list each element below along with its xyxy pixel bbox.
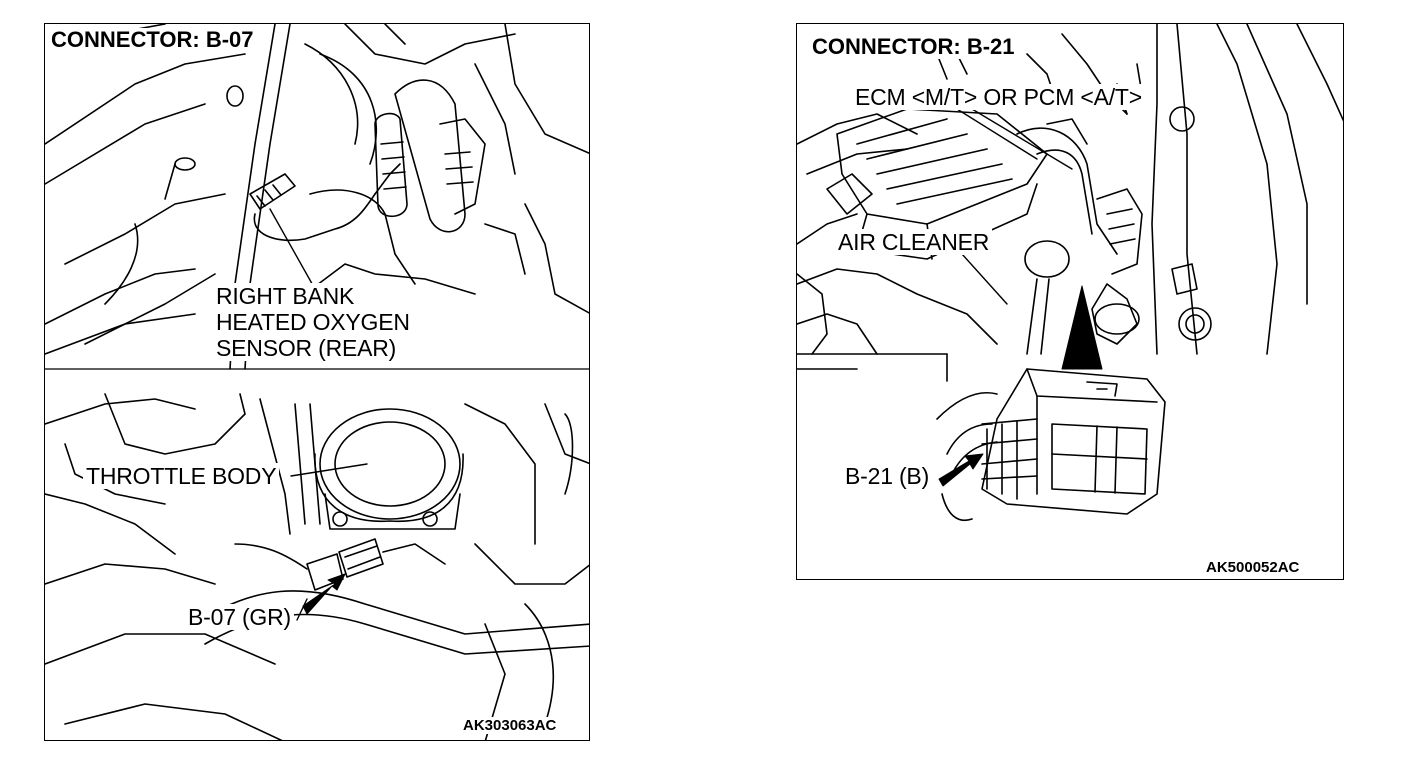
engine-bay-illustration-b21 [797, 24, 1343, 521]
sensor-label-line-1: RIGHT BANK [216, 283, 355, 309]
connector-b07-panel: CONNECTOR: B-07 RIGHT BANK HEATED OXYGEN… [44, 23, 590, 741]
throttle-body-label: THROTTLE BODY [83, 463, 280, 489]
figure-code-b07: AK303063AC [461, 717, 559, 734]
right-bank-oxygen-sensor-label: RIGHT BANK HEATED OXYGEN SENSOR (REAR) [213, 283, 413, 361]
ecm-pcm-label: ECM <M/T> OR PCM <A/T> [852, 84, 1145, 110]
air-cleaner-label: AIR CLEANER [835, 229, 993, 255]
engine-bay-illustration-b07 [45, 24, 589, 740]
connector-b07-label: B-07 (GR) [185, 604, 294, 630]
sensor-label-line-3: SENSOR (REAR) [216, 335, 397, 361]
connector-b21-title: CONNECTOR: B-21 [808, 35, 1019, 59]
sensor-label-line-2: HEATED OXYGEN [216, 309, 410, 335]
figure-code-b21: AK500052AC [1204, 559, 1302, 576]
connector-b21-panel: CONNECTOR: B-21 ECM <M/T> OR PCM <A/T> A… [796, 23, 1344, 580]
connector-b21-label: B-21 (B) [842, 463, 933, 489]
connector-b07-title: CONNECTOR: B-07 [47, 28, 258, 52]
